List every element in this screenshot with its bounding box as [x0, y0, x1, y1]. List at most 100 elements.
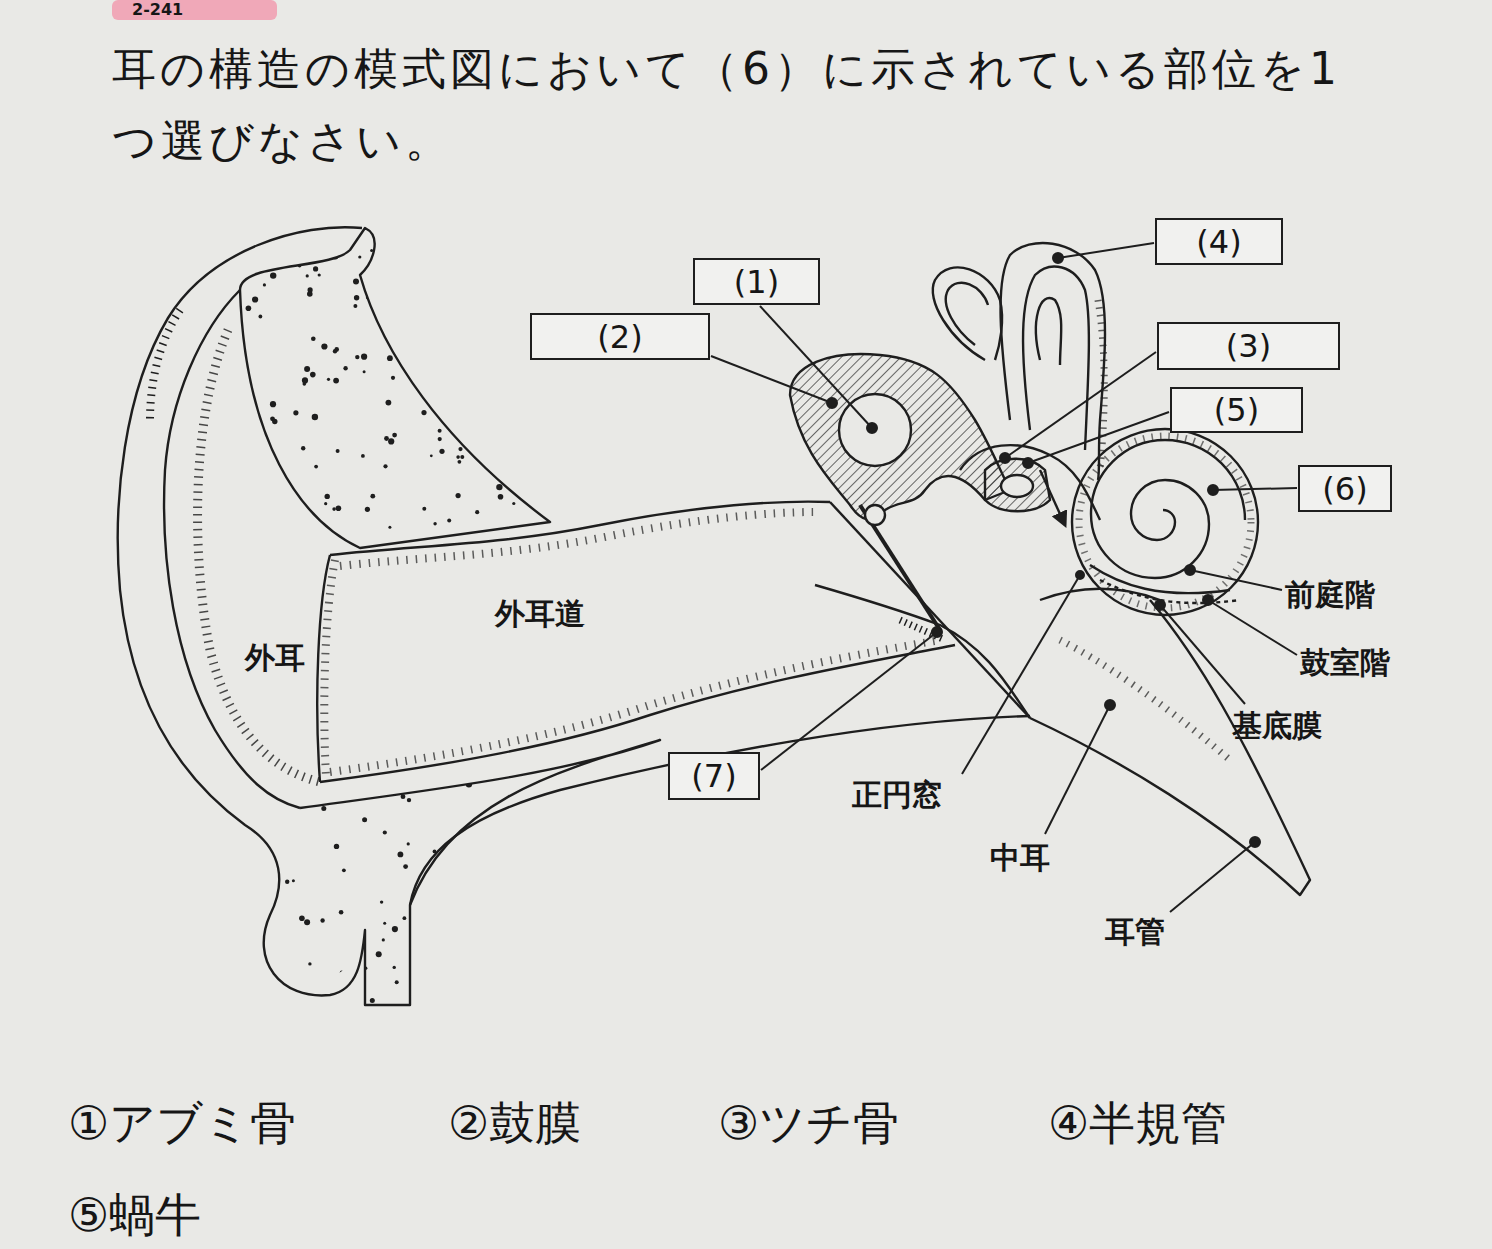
bone-dots-part — [339, 910, 344, 915]
bone-dots-part — [303, 382, 307, 386]
bone-dots-part — [370, 249, 373, 252]
bone-dots-part — [250, 231, 256, 237]
bone-dots-part — [381, 233, 386, 238]
bone-dots-part — [495, 324, 500, 329]
bone-dots-part — [517, 313, 520, 316]
middle-ear — [790, 354, 1310, 895]
bone-dots-part — [383, 922, 386, 925]
bone-dots-part — [392, 433, 397, 438]
bone-dots-part — [482, 363, 485, 366]
bone-dots-part — [273, 976, 276, 979]
leader-lines-part — [867, 423, 877, 433]
bone-dots-part — [259, 835, 263, 839]
bone-dots-part — [395, 980, 399, 984]
bone-dots-part — [588, 766, 593, 771]
bone-dots-part — [480, 234, 483, 237]
bone-dots-part — [391, 376, 395, 380]
outer-ear-part — [198, 330, 320, 782]
bone-dots-part — [422, 978, 427, 983]
leader-lines-part — [1155, 600, 1165, 610]
bone-dots-part — [545, 934, 549, 938]
bone-dots-part — [383, 830, 387, 834]
leader-lines-part — [1170, 842, 1255, 912]
bone-dots-part — [416, 931, 419, 934]
bone-dots-part — [321, 343, 327, 349]
bone-dots-part — [580, 817, 585, 822]
bone-dots-part — [234, 307, 239, 312]
bone-dots-part — [313, 266, 318, 271]
bone-dots-part — [486, 460, 492, 466]
bone-dots-part — [306, 274, 309, 277]
bone-dots-part — [336, 505, 342, 511]
bone-dots-part — [538, 289, 543, 294]
callout-box: (6) — [1298, 465, 1392, 512]
bone-dots-part — [524, 425, 527, 428]
bone-dots-part — [362, 817, 367, 822]
bone-dots-part — [442, 323, 447, 328]
inner-ear-part — [1090, 565, 1230, 593]
bone-dots-part — [304, 919, 310, 925]
bone-dots-part — [312, 414, 318, 420]
middle-ear-part — [985, 459, 1050, 512]
bone-dots-part — [481, 229, 485, 233]
bone-dots-part — [560, 895, 563, 898]
bone-dots-part — [334, 844, 339, 849]
middle-ear-part — [1030, 600, 1310, 895]
bone-dots-part — [563, 755, 567, 759]
bone-dots-part — [398, 852, 404, 858]
bone-dots-part — [242, 408, 248, 414]
bone-dots-part — [483, 420, 488, 425]
bone-dots-part — [321, 806, 326, 811]
bone-dots-part — [235, 318, 239, 322]
bone-dots-part — [496, 484, 502, 490]
bone-dots-part — [343, 225, 348, 230]
header-number: 2-241 — [132, 0, 183, 19]
bone-dots-part — [644, 781, 647, 784]
bone-dots-part — [318, 273, 321, 276]
bone-dots-part — [410, 371, 415, 376]
bone-dots-part — [353, 304, 357, 308]
bone-dots-part — [456, 455, 460, 459]
bone-dots-part — [261, 532, 264, 535]
bone-dots-part — [430, 454, 433, 457]
bone-dots-part — [533, 489, 536, 492]
bone-dots-part — [549, 485, 555, 491]
bone-dots-part — [298, 264, 302, 268]
callout-number: (4) — [1196, 223, 1241, 261]
bone-dots-part — [449, 1004, 455, 1010]
bone-dots-part — [460, 455, 464, 459]
bone-dots-part — [288, 514, 293, 519]
bone-dots-part — [403, 864, 408, 869]
leader-lines-part — [1190, 570, 1282, 590]
bone-dots-part — [272, 419, 277, 424]
part-label: 前庭階 — [1285, 575, 1375, 616]
inner-ear-part — [1079, 436, 1251, 608]
bone-dots-part — [347, 548, 351, 552]
bone-dots-part — [579, 774, 584, 779]
bone-dots-part — [534, 943, 540, 949]
leader-lines-part — [760, 306, 872, 428]
bone-dots-part — [559, 743, 565, 749]
bone-dots-part — [471, 231, 476, 236]
bone-dots-part — [496, 280, 499, 283]
bone-dots-part — [551, 447, 556, 452]
leader-lines-part — [1185, 565, 1195, 575]
outer-ear-part — [324, 560, 335, 776]
bone-dots-part — [344, 767, 350, 773]
answer-option: ①アブミ骨 — [68, 1093, 296, 1155]
bone-dots-part — [486, 933, 491, 938]
bone-dots-part — [601, 742, 606, 747]
bone-dots-part — [299, 742, 302, 745]
bone-dots-part — [388, 526, 391, 529]
bone-dots-part — [301, 446, 305, 450]
bone-dots-part — [498, 494, 504, 500]
leader-lines-part — [1160, 605, 1245, 704]
part-label: 外耳道 — [495, 594, 585, 635]
bone-dots-part — [489, 415, 495, 421]
bone-dots-part — [550, 481, 554, 485]
bone-dots-part — [626, 917, 632, 923]
bone-dots-part — [633, 759, 637, 763]
bone-dots-part — [353, 279, 359, 285]
bone-dots-part — [663, 979, 669, 985]
outer-ear-part — [330, 640, 940, 772]
